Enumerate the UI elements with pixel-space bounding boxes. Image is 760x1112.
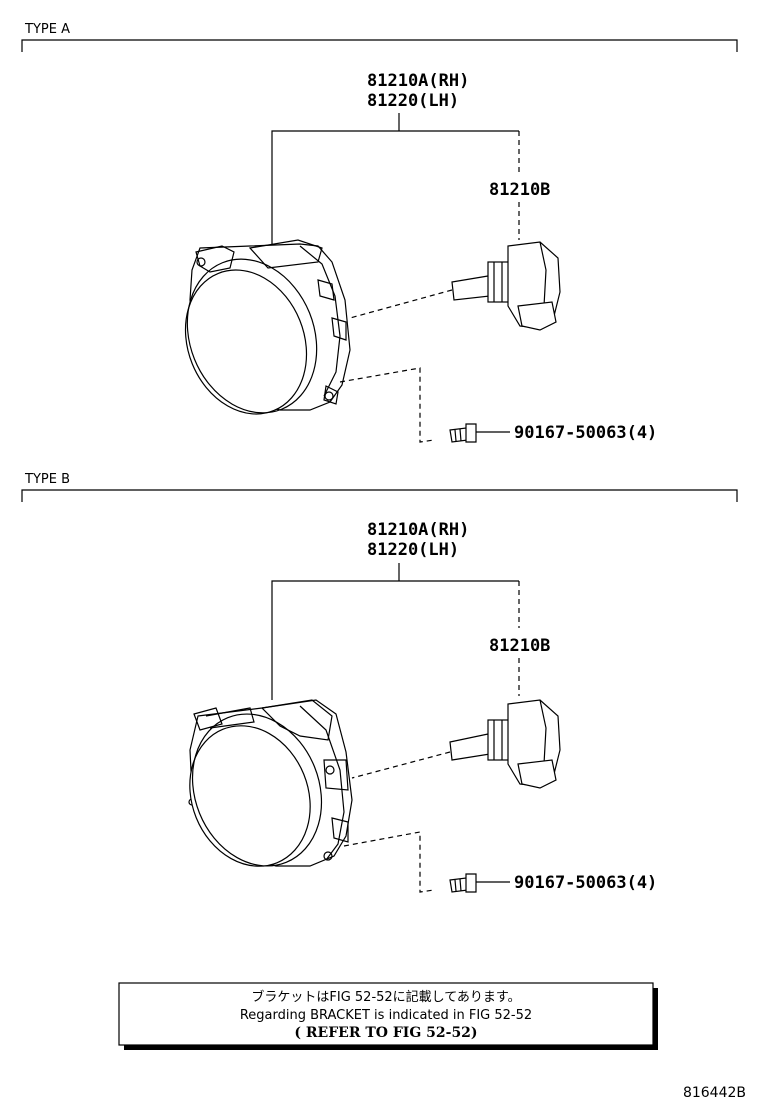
diagram-code: 816442B [683,1085,746,1101]
screw-label[interactable]: 90167-50063(4) [514,873,657,893]
fog-lamp-bulb-icon[interactable] [451,241,561,331]
leader-line [351,751,451,779]
note-box: ブラケットはFIG 52-52に記載してあります。 Regarding BRAC… [118,982,658,1050]
leader-line [343,831,435,893]
leader-line [339,367,435,443]
note-line-jp: ブラケットはFIG 52-52に記載してあります。 [251,989,520,1005]
fog-lamp-assembly-icon[interactable] [169,694,353,885]
bulb-label[interactable]: 81210B [489,636,550,656]
assembly-rh-label[interactable]: 81210A(RH) [367,520,469,540]
section-type-a: TYPE A 81210A(RH) 81220(LH) 81210B [21,22,738,443]
assembly-lh-label[interactable]: 81220(LH) [367,540,459,560]
screw-label[interactable]: 90167-50063(4) [514,423,657,443]
section-type-b: TYPE B 81210A(RH) 81220(LH) 81210B [21,472,738,893]
leader-line [271,130,519,250]
fog-lamp-bulb-icon[interactable] [449,699,561,789]
section-label: TYPE B [24,472,70,487]
leader-line [349,289,453,319]
leader-line [271,580,519,700]
section-bracket [21,489,738,502]
bulb-label[interactable]: 81210B [489,180,550,200]
screw-icon[interactable] [449,873,477,893]
screw-icon[interactable] [449,423,477,443]
assembly-rh-label[interactable]: 81210A(RH) [367,71,469,91]
fog-lamp-assembly-icon[interactable] [165,239,351,433]
note-line-ref[interactable]: ( REFER TO FIG 52-52) [294,1025,477,1041]
section-label: TYPE A [24,22,70,37]
section-bracket [21,39,738,52]
note-line-en: Regarding BRACKET is indicated in FIG 52… [240,1008,532,1023]
assembly-lh-label[interactable]: 81220(LH) [367,91,459,111]
